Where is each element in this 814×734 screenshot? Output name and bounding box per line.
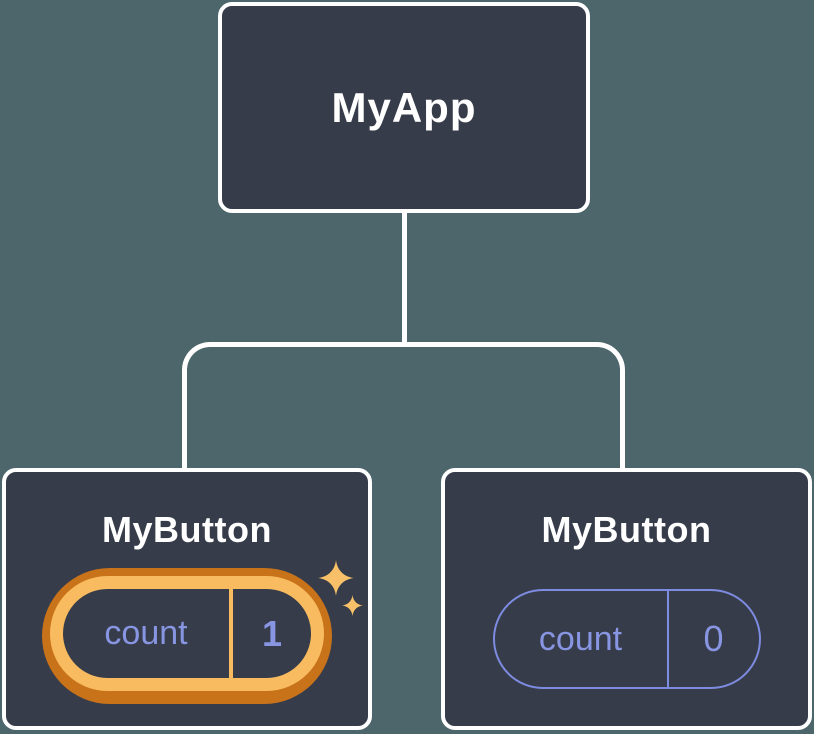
tree-node-child-right: MyButton count 0 [441,468,812,730]
state-value-label: 0 [703,618,724,659]
child-node-label: MyButton [102,509,272,550]
state-pill-divider [229,589,233,678]
state-pill-highlight-ring: count 1 [42,568,332,704]
state-pill: count 0 [492,589,761,689]
root-node-label: MyApp [331,83,477,131]
tree-node-child-left: MyButton count 1 [2,468,372,730]
state-pill-glow-ring: count 1 [50,576,324,691]
state-name-label: count [538,619,623,658]
child-node-label: MyButton [541,509,712,550]
connector-branch [182,342,625,468]
connector-root-stem [402,211,407,342]
state-name-label: count [104,614,188,652]
state-pill: count 1 [63,589,311,678]
sparkle-icon [342,595,363,616]
state-pill-divider [666,591,669,687]
sparkle-icon [318,560,354,596]
state-value-label: 1 [261,612,283,654]
tree-node-root: MyApp [218,2,590,213]
